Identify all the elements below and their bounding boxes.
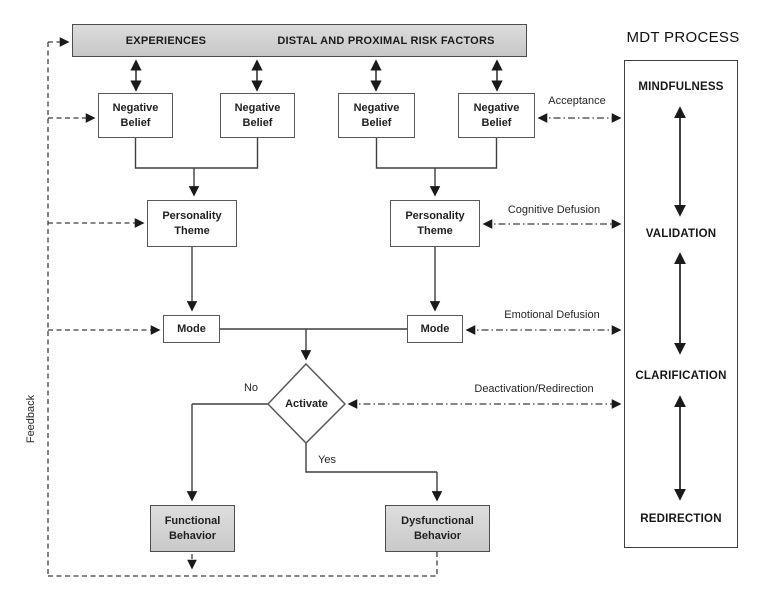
activate-diamond (266, 362, 347, 445)
negative-belief-box-4: Negative Belief (458, 93, 535, 138)
activate-diamond-label: Activate (285, 398, 328, 410)
no-branch-label: No (243, 382, 259, 394)
negative-belief-box-1: Negative Belief (98, 93, 173, 138)
mdt-stage-mindfulness: MINDFULNESS (638, 81, 724, 93)
personality-theme-box-right: Personality Theme (390, 200, 480, 247)
functional-behavior-box: Functional Behavior (150, 505, 235, 552)
acceptance-link-label: Acceptance (548, 95, 606, 107)
emotional-defusion-link-label: Emotional Defusion (504, 309, 600, 321)
deactivation-redirection-link-label: Deactivation/Redirection (474, 383, 594, 395)
feedback-dashed-lines (47, 37, 438, 577)
mdt-stage-clarification: CLARIFICATION (635, 370, 727, 382)
experiences-label: EXPERIENCES (125, 34, 207, 47)
experiences-risk-factors-bar: EXPERIENCES DISTAL AND PROXIMAL RISK FAC… (72, 24, 527, 57)
personality-theme-box-left: Personality Theme (147, 200, 237, 247)
dysfunctional-behavior-box: Dysfunctional Behavior (385, 505, 490, 552)
mdt-stage-redirection: REDIRECTION (640, 513, 722, 525)
yes-branch-label: Yes (318, 454, 336, 466)
mode-box-right: Mode (407, 315, 463, 343)
risk-factors-label: DISTAL AND PROXIMAL RISK FACTORS (277, 34, 495, 47)
mode-box-left: Mode (163, 315, 220, 343)
cognitive-defusion-link-label: Cognitive Defusion (507, 204, 601, 216)
mdt-process-title: MDT PROCESS (626, 29, 740, 46)
feedback-label: Feedback (25, 394, 37, 444)
negative-belief-box-2: Negative Belief (220, 93, 295, 138)
bar-belief-double-arrows (130, 59, 503, 92)
solid-flow-lines (134, 138, 498, 502)
negative-belief-box-3: Negative Belief (338, 93, 415, 138)
mdt-stage-validation: VALIDATION (645, 228, 717, 240)
mdt-link-arrows (347, 113, 622, 409)
